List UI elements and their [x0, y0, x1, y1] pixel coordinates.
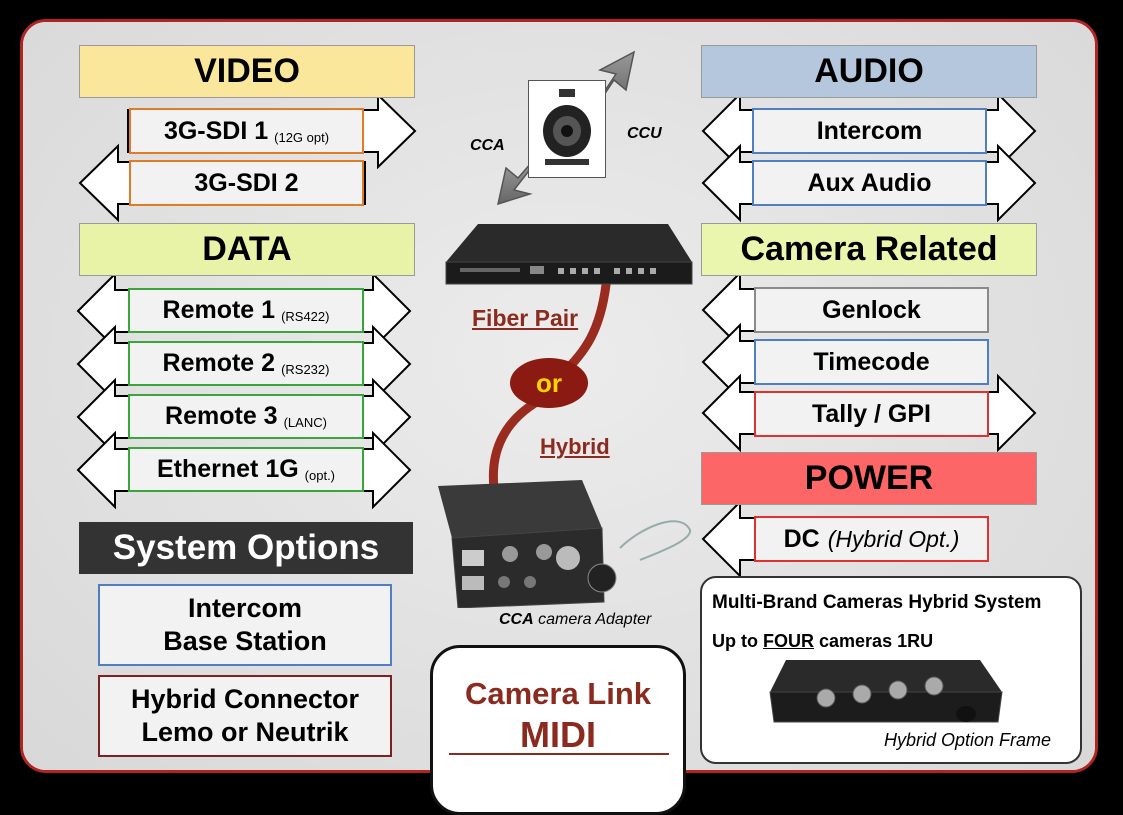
cable-reel-image — [528, 80, 606, 178]
sdi2-label: 3G-SDI 2 — [194, 168, 299, 197]
data-header: DATA — [79, 223, 415, 276]
cca-label: CCA — [470, 137, 505, 154]
adapter-caption: CCA camera Adapter — [499, 611, 651, 629]
adapter-caption-rest: camera Adapter — [538, 611, 652, 628]
base-line2: Base Station — [163, 626, 327, 656]
sdi2-box: 3G-SDI 2 — [129, 160, 364, 206]
timecode-label: Timecode — [813, 347, 930, 376]
genlock-label: Genlock — [822, 295, 921, 324]
power-header: POWER — [701, 452, 1037, 505]
remote1-box: Remote 1 (RS422) — [128, 288, 364, 333]
camera-link-divider — [449, 753, 669, 755]
remote3-box: Remote 3 (LANC) — [128, 394, 364, 439]
reel-icon — [543, 89, 591, 165]
remote2-box: Remote 2 (RS232) — [128, 341, 364, 386]
tally-box: Tally / GPI — [754, 391, 989, 437]
system-options-header: System Options — [79, 522, 413, 574]
camera-link-model: MIDI — [520, 714, 596, 755]
timecode-box: Timecode — [754, 339, 989, 385]
brand-capacity: Up to FOUR cameras 1RU — [712, 631, 933, 652]
tally-label: Tally / GPI — [811, 399, 932, 428]
camera-adapter-image — [438, 480, 617, 608]
cca-arrow — [496, 161, 533, 206]
camera-link-title: Camera Link — [464, 676, 652, 711]
camera-related-header: Camera Related — [701, 223, 1037, 276]
ccu-label: CCU — [627, 125, 662, 142]
dc-arrow-left — [701, 499, 761, 579]
adapter-caption-bold: CCA — [499, 611, 534, 628]
brand-capacity-post: cameras 1RU — [819, 631, 934, 651]
frame-caption: Hybrid Option Frame — [884, 730, 1052, 750]
ethernet-box: Ethernet 1G (opt.) — [128, 447, 364, 492]
remote3-note: (LANC) — [283, 415, 327, 430]
conn-line1: Hybrid Connector — [130, 684, 359, 714]
multi-brand-card: Multi-Brand Cameras Hybrid System Up to … — [700, 576, 1082, 764]
remote2-label: Remote 2 — [162, 349, 276, 377]
remote1-label: Remote 1 — [162, 296, 276, 324]
aux-audio-label: Aux Audio — [807, 168, 932, 197]
sdi1-note: (12G opt) — [274, 130, 330, 145]
hybrid-frame-image — [769, 660, 1003, 723]
sdi1-label: 3G-SDI 1 — [163, 116, 269, 145]
base-line1: Intercom — [187, 593, 303, 623]
remote2-note: (RS232) — [281, 362, 330, 377]
brand-capacity-em: FOUR — [763, 631, 814, 651]
intercom-box: Intercom — [752, 108, 987, 154]
hybrid-label: Hybrid — [540, 434, 610, 459]
brand-title: Multi-Brand Cameras Hybrid System — [712, 592, 1042, 613]
ethernet-label: Ethernet 1G — [156, 455, 299, 483]
video-header: VIDEO — [79, 45, 415, 98]
ccu-rack-unit-image — [445, 224, 693, 285]
dc-note: (Hybrid Opt.) — [827, 525, 960, 552]
genlock-box: Genlock — [754, 287, 989, 333]
dc-label: DC — [783, 524, 820, 553]
or-badge: or — [510, 358, 588, 408]
hybrid-connector-box: Hybrid Connector Lemo or Neutrik — [98, 675, 392, 757]
intercom-base-station-box: Intercom Base Station — [98, 584, 392, 666]
remote3-label: Remote 3 — [165, 402, 278, 430]
intercom-label: Intercom — [816, 116, 923, 145]
audio-header: AUDIO — [701, 45, 1037, 98]
dc-box: DC (Hybrid Opt.) — [754, 516, 989, 562]
ethernet-note: (opt.) — [304, 468, 336, 483]
camera-link-card: Camera Link MIDI — [430, 645, 686, 815]
adapter-lanyard — [619, 520, 691, 561]
fiber-pair-label: Fiber Pair — [472, 305, 579, 331]
remote1-note: (RS422) — [281, 309, 330, 324]
sdi1-box: 3G-SDI 1 (12G opt) — [129, 108, 364, 154]
aux-audio-box: Aux Audio — [752, 160, 987, 206]
conn-line2: Lemo or Neutrik — [141, 717, 349, 747]
brand-capacity-pre: Up to — [712, 631, 758, 651]
